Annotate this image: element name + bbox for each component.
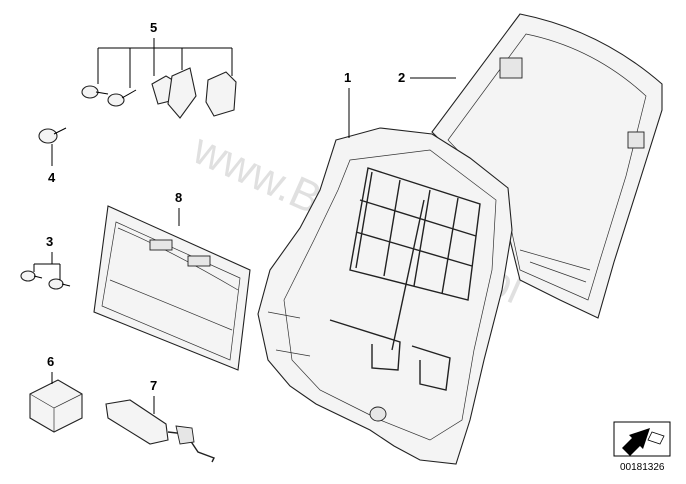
- part-3-screws: [20, 270, 71, 290]
- clip-medium: [167, 67, 197, 119]
- leader-lines: [33, 38, 456, 414]
- callout-2: 2: [398, 70, 405, 85]
- part-6-connector: [29, 379, 83, 433]
- callout-5: 5: [150, 20, 157, 35]
- part-5-fasteners: [81, 67, 237, 119]
- part-8-back-plate: [93, 205, 251, 371]
- part-id-label: 00181326: [620, 462, 665, 473]
- callout-8: 8: [175, 190, 182, 205]
- callout-1: 1: [344, 70, 351, 85]
- callout-3: 3: [46, 234, 53, 249]
- part-1-backrest-frame: [257, 127, 513, 465]
- direction-arrow-icon: [613, 421, 671, 457]
- pin-rivet: [81, 85, 109, 99]
- callout-4: 4: [48, 170, 56, 185]
- part-7-wiring-harness: [105, 399, 215, 463]
- part-2-rear-panel: [431, 13, 663, 319]
- clip-large: [205, 71, 237, 117]
- part-4-bolt: [38, 127, 67, 144]
- screw: [107, 89, 137, 107]
- callout-7: 7: [150, 378, 157, 393]
- callout-6: 6: [47, 354, 54, 369]
